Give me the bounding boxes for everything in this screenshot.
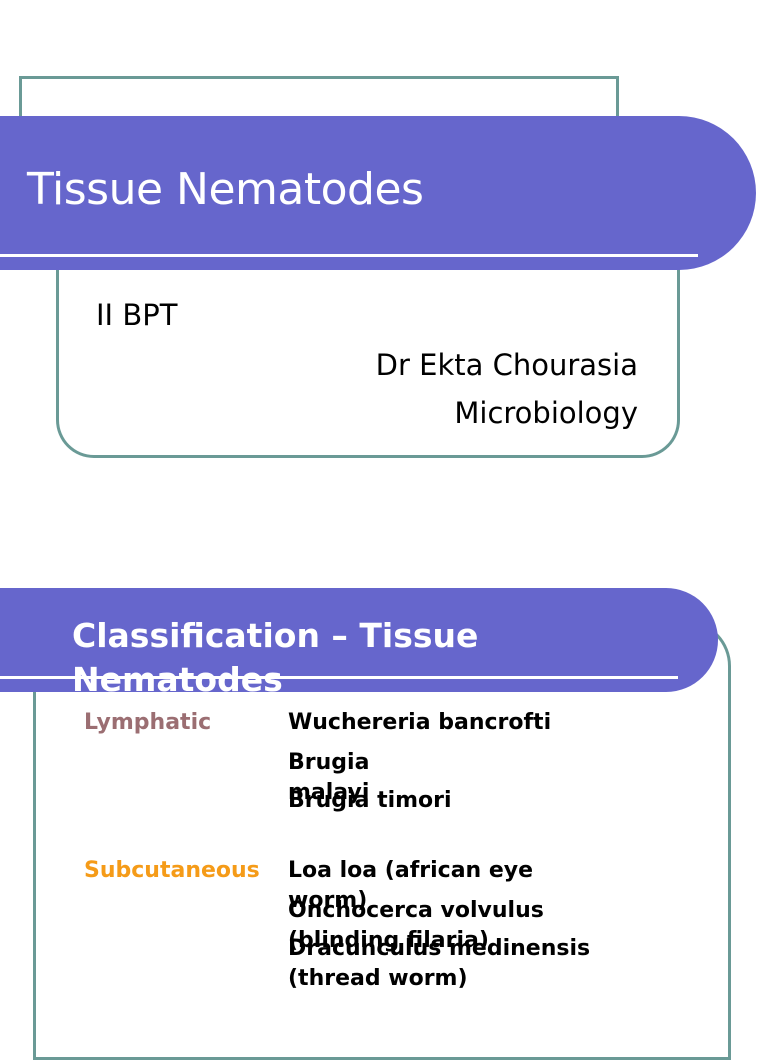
slide1-course: II BPT <box>96 298 178 332</box>
slide1-department: Microbiology <box>454 396 638 430</box>
slide1-title: Tissue Nematodes <box>27 164 424 215</box>
list-item: Onchocerca volvulus (blinding filaria) <box>288 898 544 953</box>
category-subcutaneous: Subcutaneous <box>84 858 260 883</box>
slide2-title-bar <box>0 588 718 692</box>
list-item: Dracunculus medinensis (thread worm) <box>288 936 591 991</box>
slide1-title-bar <box>0 116 756 270</box>
slide2-title: Classification – Tissue Nematodes <box>72 616 479 699</box>
category-lymphatic: Lymphatic <box>84 710 212 735</box>
list-item: Loa loa (african eye worm) <box>288 858 534 913</box>
slide1-frame-top <box>19 76 619 136</box>
list-item: Brugia malayi <box>288 750 370 805</box>
list-item: Wuchereria bancrofti <box>288 710 552 735</box>
slide1-title-underline <box>0 254 698 257</box>
list-item: Brugia timori <box>288 788 452 813</box>
slide2-title-underline <box>0 676 678 679</box>
slide1-author: Dr Ekta Chourasia <box>375 348 638 382</box>
